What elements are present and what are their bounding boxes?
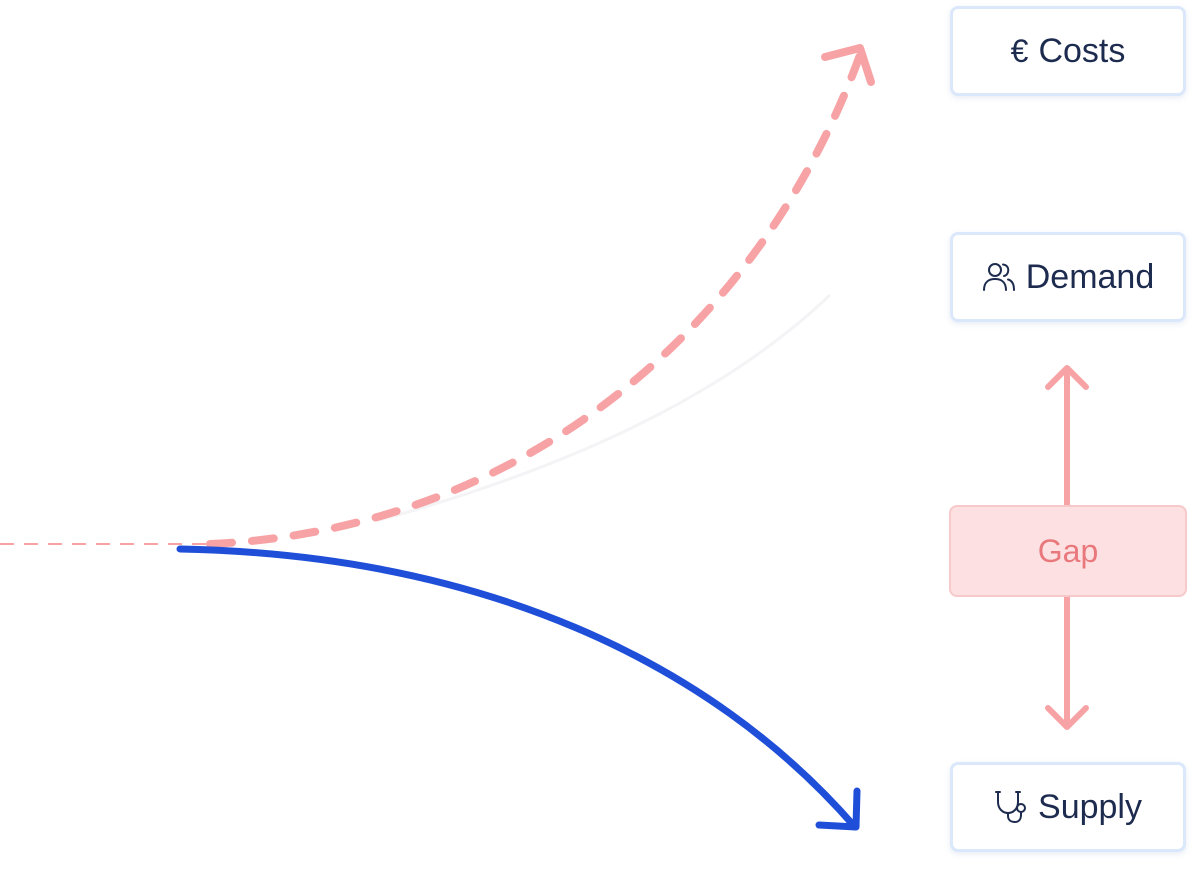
supply-label: Supply [1038, 787, 1142, 826]
demand-node: Demand [950, 232, 1186, 322]
costs-curve [206, 51, 864, 548]
supply-node: Supply [950, 762, 1186, 852]
euro-glyph: € [1010, 33, 1029, 69]
costs-node: € Costs [950, 6, 1186, 96]
costs-arrowhead-icon [821, 44, 875, 86]
stethoscope-icon [994, 789, 1028, 825]
ghost-curve [379, 293, 832, 522]
supply-arrowhead-icon [815, 787, 861, 831]
users-icon [982, 261, 1016, 293]
gap-label: Gap [1037, 532, 1099, 569]
euro-icon: € [1011, 35, 1029, 67]
gap-node: Gap [949, 505, 1187, 597]
gap-arrow-down-icon [1045, 705, 1089, 730]
costs-label: Costs [1038, 31, 1126, 70]
gap-arrow-up-icon [1045, 365, 1089, 390]
demand-label: Demand [1025, 257, 1155, 296]
supply-curve [176, 545, 859, 831]
